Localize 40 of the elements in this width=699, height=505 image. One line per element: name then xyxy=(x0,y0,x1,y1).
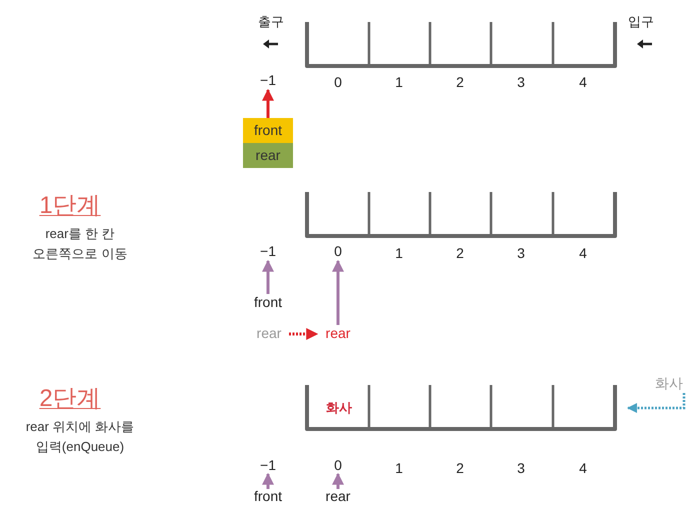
pointer-label: rear xyxy=(252,325,286,343)
queue-cell: 화사 xyxy=(310,388,368,428)
incoming-item-label: 화사 xyxy=(650,375,688,393)
arrow xyxy=(289,328,318,340)
step-description: rear를 한 칸 오른쪽으로 이동 xyxy=(32,225,128,263)
index-label: 2 xyxy=(455,73,465,92)
index-label: 0 xyxy=(326,458,350,474)
step-title: 2단계 xyxy=(38,384,102,414)
index-label: 3 xyxy=(516,73,526,92)
arrow xyxy=(262,472,274,489)
step-description: rear 위치에 화사를 입력(enQueue) xyxy=(24,418,136,456)
arrow xyxy=(262,260,274,294)
index-label: 4 xyxy=(578,459,588,478)
pointer-label: front xyxy=(248,294,288,312)
index-label: −1 xyxy=(253,458,283,474)
index-label: −1 xyxy=(253,72,283,90)
index-label: 4 xyxy=(578,244,588,263)
step-title: 1단계 xyxy=(38,191,102,221)
index-label: 3 xyxy=(516,244,526,263)
index-label: 0 xyxy=(326,243,350,261)
pointer-label: front xyxy=(248,489,288,505)
index-label: 1 xyxy=(394,459,404,478)
pointer-label: rear xyxy=(320,325,356,343)
index-label: 4 xyxy=(578,73,588,92)
index-label: 0 xyxy=(333,73,343,92)
arrow xyxy=(262,88,274,118)
index-label: 1 xyxy=(394,244,404,263)
arrow xyxy=(627,393,686,413)
front-box: front xyxy=(243,118,293,143)
pointer-label: rear xyxy=(320,489,356,505)
index-label: 2 xyxy=(455,244,465,263)
arrow xyxy=(332,260,344,325)
entrance-label: 입구 xyxy=(627,13,655,31)
arrow xyxy=(332,472,344,489)
rear-box: rear xyxy=(243,143,293,168)
index-label: 3 xyxy=(516,459,526,478)
exit-label: 출구 xyxy=(257,13,285,31)
index-label: −1 xyxy=(253,243,283,261)
index-label: 1 xyxy=(394,73,404,92)
index-label: 2 xyxy=(455,459,465,478)
